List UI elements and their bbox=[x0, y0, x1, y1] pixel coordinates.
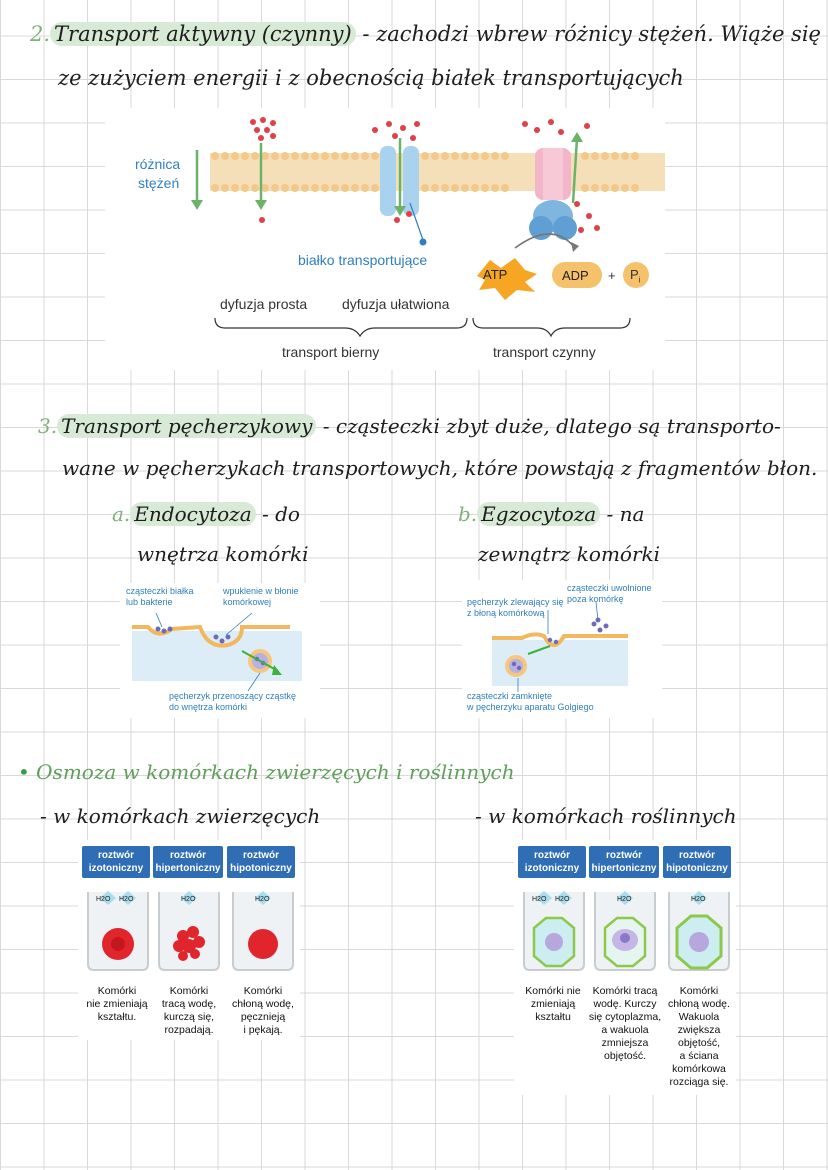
section3-term: Transport pęcherzykowy bbox=[57, 414, 317, 438]
animal-water-hyper: H2O bbox=[181, 896, 196, 903]
active-transport-label: transport czynny bbox=[493, 344, 596, 360]
plant-title: - w komórkach roślinnych bbox=[475, 804, 737, 828]
endocytosis-illustration bbox=[132, 612, 302, 692]
animal-caption-hypertonic: Komórki tracą wodę, kurczą się, rozpadaj… bbox=[161, 985, 217, 1036]
endocytosis-rest: - do bbox=[255, 502, 300, 526]
section3-number: 3. bbox=[38, 414, 58, 438]
adp-label: ADP bbox=[562, 268, 589, 283]
endo-label-invagination: wpuklenie w błonie komórkowej bbox=[223, 586, 299, 607]
gradient-label-2: stężeń bbox=[138, 175, 180, 191]
section2-number: 2. bbox=[30, 22, 51, 46]
animal-title: - w komórkach zwierzęcych bbox=[40, 804, 321, 828]
exocytosis-line2: zewnątrz komórki bbox=[478, 542, 661, 566]
animal-water-iso-1: H2O bbox=[96, 896, 111, 903]
exocytosis-rest: - na bbox=[600, 502, 645, 526]
animal-header-isotonic: roztwór izotoniczny bbox=[82, 846, 150, 878]
osmosis-title: • Osmoza w komórkach zwierzęcych i rośli… bbox=[18, 760, 515, 784]
section3-line2: wane w pęcherzykach transportowych, któr… bbox=[62, 456, 818, 480]
exo-label-enclosed: cząsteczki zamknięte w pęcherzyku aparat… bbox=[467, 691, 594, 712]
exocytosis-term: Egzocytoza bbox=[477, 502, 601, 526]
animal-caption-hypotonic: Komórki chłoną wodę, pęcznieją i pękają. bbox=[232, 985, 294, 1036]
section3-line1-rest: - cząsteczki zbyt duże, dlatego są trans… bbox=[316, 414, 781, 438]
animal-beaker-hypotonic bbox=[232, 891, 294, 971]
osmosis-bullet: • bbox=[18, 760, 30, 784]
protein-label: białko transportujące bbox=[298, 252, 428, 268]
animal-water-iso-2: H2O bbox=[119, 896, 134, 903]
endocytosis-heading: a.Endocytoza - do bbox=[112, 502, 300, 526]
endocytosis-line2: wnętrza komórki bbox=[137, 542, 309, 566]
plant-caption-hypertonic: Komórki tracą wodę. Kurczy się cytoplazm… bbox=[588, 985, 662, 1062]
plant-header-isotonic: roztwór izotoniczny bbox=[518, 846, 586, 878]
endocytosis-letter: a. bbox=[112, 502, 131, 526]
plant-header-hypertonic: roztwór hipertoniczny bbox=[589, 846, 659, 878]
exocytosis-heading: b.Egzocytoza - na bbox=[458, 502, 644, 526]
passive-transport-label: transport bierny bbox=[282, 344, 380, 360]
exo-label-released: cząsteczki uwolnione poza komórkę bbox=[567, 583, 652, 604]
plant-water-iso-2: H2O bbox=[555, 896, 570, 903]
plant-water-hypo: H2O bbox=[691, 896, 706, 903]
section2-term: Transport aktywny (czynny) bbox=[50, 22, 356, 46]
endocytosis-term: Endocytoza bbox=[130, 502, 256, 526]
exocytosis-illustration bbox=[492, 601, 628, 692]
transport-diagram: różnica stężeń białko transportujące ATP… bbox=[105, 108, 665, 370]
animal-header-hypertonic: roztwór hipertoniczny bbox=[153, 846, 223, 878]
exo-label-merging: pęcherzyk zlewający się z błoną komórkow… bbox=[467, 597, 564, 618]
endo-label-particles: cząsteczki białka lub bakterie bbox=[126, 586, 194, 607]
plant-osmosis-panel: roztwór izotoniczny roztwór hipertoniczn… bbox=[514, 840, 736, 1095]
pi-label: Pi bbox=[630, 267, 640, 285]
gradient-label-1: różnica bbox=[135, 156, 181, 172]
plant-water-hyper: H2O bbox=[617, 896, 632, 903]
section3-line1: 3.Transport pęcherzykowy - cząsteczki zb… bbox=[38, 414, 781, 438]
plant-beaker-isotonic bbox=[523, 891, 585, 971]
plant-beaker-hypotonic bbox=[668, 891, 730, 971]
simple-diffusion-label: dyfuzja prosta bbox=[220, 296, 308, 312]
plant-caption-hypotonic: Komórki chłoną wodę. Wakuola zwiększa ob… bbox=[668, 985, 730, 1088]
osmosis-title-text: Osmoza w komórkach zwierzęcych i roślinn… bbox=[36, 760, 515, 784]
exocytosis-diagram: cząsteczki uwolnione poza komórkę pęcher… bbox=[462, 580, 662, 718]
endocytosis-diagram: cząsteczki białka lub bakterie wpuklenie… bbox=[120, 583, 320, 718]
exocytosis-letter: b. bbox=[458, 502, 478, 526]
membrane-illustration bbox=[191, 117, 665, 338]
endo-label-vesicle: pęcherzyk przenoszący cząstkę do wnętrza… bbox=[169, 691, 297, 712]
section2-line1-rest: - zachodzi wbrew różnicy stężeń. Wiąże s… bbox=[355, 22, 821, 46]
animal-beaker-hypertonic bbox=[158, 891, 220, 971]
animal-header-hypotonic: roztwór hipotoniczny bbox=[227, 846, 295, 878]
animal-osmosis-panel: roztwór izotoniczny roztwór hipertoniczn… bbox=[78, 840, 300, 1040]
pi-symbol: P bbox=[630, 267, 639, 282]
facilitated-diffusion-label: dyfuzja ułatwiona bbox=[342, 296, 450, 312]
animal-caption-isotonic: Komórki nie zmieniają kształtu. bbox=[86, 985, 148, 1023]
animal-water-hypo: H2O bbox=[255, 896, 270, 903]
section2-line1: 2.Transport aktywny (czynny) - zachodzi … bbox=[30, 22, 821, 46]
plant-header-hypotonic: roztwór hipotoniczny bbox=[663, 846, 731, 878]
atp-label: ATP bbox=[483, 267, 508, 282]
plant-water-iso-1: H2O bbox=[532, 896, 547, 903]
plant-caption-isotonic: Komórki nie zmieniają kształtu bbox=[525, 985, 581, 1023]
animal-beaker-isotonic bbox=[87, 891, 149, 971]
plus-sign: + bbox=[608, 268, 616, 283]
plant-beaker-hypertonic bbox=[594, 891, 656, 971]
section2-line2: ze zużyciem energii i z obecnością białe… bbox=[58, 66, 684, 90]
pi-subscript: i bbox=[638, 275, 641, 285]
